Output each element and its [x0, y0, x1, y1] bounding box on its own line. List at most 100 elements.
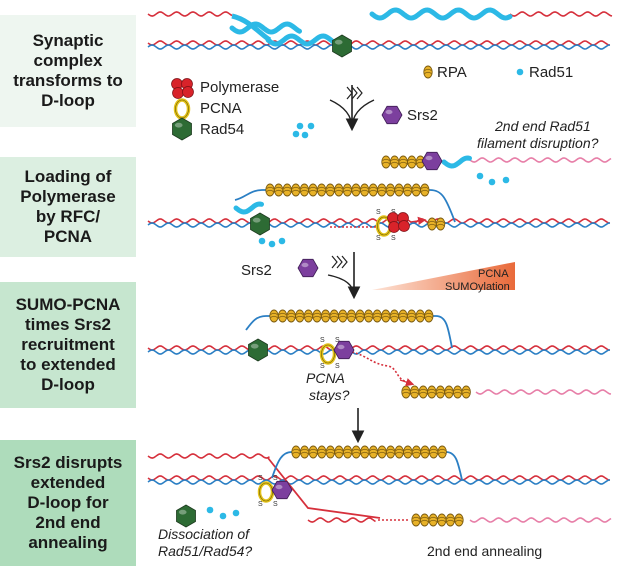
step3-rpa-dloop-18-line	[425, 312, 433, 315]
step3-rpa-dloop-4-line2	[304, 315, 313, 318]
step4-red-left	[147, 453, 270, 459]
step1-rad54	[332, 34, 352, 58]
step2-feathers-1	[336, 255, 343, 269]
step4-rpa-dloop-1-line	[300, 448, 309, 451]
step2-rpa-dloop-1-line	[274, 186, 283, 189]
step4-rpa-annealing-0-line	[412, 516, 420, 519]
pcna-stays-line2: stays?	[309, 387, 350, 403]
step2-free-rad51-2	[502, 176, 510, 184]
step4-rpa-dloop-13-line2	[404, 451, 412, 454]
step3-rpa-dloop-13-line2	[382, 315, 390, 318]
step4-released-rad51-1	[219, 512, 227, 520]
step3-rpa-second-end-2-line2	[419, 391, 427, 394]
step2-rpa-dloop-10-line2	[352, 189, 360, 192]
step4-rpa-dloop-12-line2	[395, 451, 403, 454]
step3-rpa-dloop-14-line	[390, 312, 399, 315]
step2-rpa-dloop-2-line	[283, 186, 291, 189]
step4-red-descending	[267, 457, 381, 519]
step2-arrow-curve	[327, 274, 355, 297]
step4-rpa-dloop-12-line	[395, 448, 403, 451]
step2-rpa-dloop-12-line2	[369, 189, 377, 192]
step3-srs2	[333, 340, 355, 360]
step3-rpa-dloop-18-line2	[425, 315, 433, 318]
legend-rad54-label: Rad54	[200, 121, 244, 138]
step2-polymerase-lobe-2	[388, 221, 400, 233]
step3-rpa-dloop-17-line	[416, 312, 424, 315]
step2-free-rad51-0	[476, 172, 484, 180]
step2-rpa-dloop-8-line	[335, 186, 343, 189]
rad51-filaments	[229, 7, 513, 215]
step3-rpa-dloop-5-line2	[313, 315, 321, 318]
legend-srs2-icon	[381, 105, 403, 125]
pcna-stays-line1: PCNA	[306, 370, 345, 386]
step3-rpa-dloop-16-line	[407, 312, 416, 315]
step3-rpa-second-end-1-line	[410, 388, 419, 391]
step3-second-end-pink	[475, 389, 612, 395]
step3-rpa-dloop-2-line2	[287, 315, 295, 318]
step1-free-rad51-3	[292, 130, 300, 138]
step4-rpa-annealing-1-line	[420, 516, 429, 519]
step3-rpa-dloop-8-line2	[339, 315, 347, 318]
step4-rpa-annealing-5-line2	[455, 519, 463, 522]
legend-rpa-icon-line	[424, 68, 432, 71]
step2-srs2-disrupting-shine	[425, 155, 433, 161]
step4-donor-duplex-bottom	[147, 479, 611, 485]
step4-released-rad51-0	[206, 506, 214, 514]
step3-rpa-dloop-0-line2	[270, 315, 278, 318]
step1-feathers-2	[346, 86, 353, 100]
step4-pcna-sumo-0: S	[258, 475, 263, 482]
step4-rpa-dloop-9-line2	[369, 451, 378, 454]
dissociation-line2: Rad51/Rad54?	[158, 543, 252, 559]
step4-pcna-sumo-1: S	[273, 475, 278, 482]
step2-rpa-dloop-7-line2	[326, 189, 334, 192]
step-box-4: Srs2 disrupts extended D-loop for 2nd en…	[0, 440, 136, 566]
step4-rpa-dloop-5-line	[335, 448, 343, 451]
step4-rpa-annealing-0-line2	[412, 519, 420, 522]
step4-rpa-dloop-0-line	[292, 448, 300, 451]
step3-rpa-second-end-0-line2	[402, 391, 410, 394]
step2-rpa-dloop-3-line	[292, 186, 300, 189]
step2-rpa-second-end-2-line	[399, 158, 407, 161]
step3-rad54-shine	[250, 343, 259, 349]
step4-rpa-dloop-3-line2	[318, 451, 326, 454]
step4-pcna-outline	[259, 482, 273, 502]
legend-rad54-icon	[172, 117, 192, 141]
step2-rpa-dloop-4-line	[300, 186, 309, 189]
step4-rpa-dloop-2-line	[309, 448, 317, 451]
legend-pcna-icon-outline	[175, 99, 189, 119]
step3-rpa-dloop-0-line	[270, 312, 278, 315]
step2-rpa-dloop-11-line2	[360, 189, 369, 192]
step3-rpa-second-end-7-line	[462, 388, 470, 391]
step3-rpa-dloop-5-line	[313, 312, 321, 315]
step4-donor-duplex-top	[147, 475, 611, 481]
step-label-2: Loading of Polymerase by RFC/ PCNA	[20, 167, 116, 246]
step1-invading-red	[147, 11, 233, 17]
step2-rpa-gap-0-line	[428, 220, 436, 223]
step2-rpa-second-end-1-line2	[390, 161, 399, 164]
step4-rpa-dloop-11-line2	[386, 451, 395, 454]
step3-rpa-dloop-3-line	[296, 312, 304, 315]
step2-rpa-dloop-13-line	[378, 186, 386, 189]
step2-rpa-second-end-3-line	[408, 158, 416, 161]
step4-rpa-dloop-7-line2	[352, 451, 360, 454]
step3-donor-duplex-top	[147, 345, 611, 351]
step3-rpa-dloop-9-line2	[347, 315, 356, 318]
sumo-label-line1: PCNA	[478, 268, 509, 280]
step3-extension-arrow	[399, 378, 415, 387]
step4-rpa-dloop-14-line	[412, 448, 421, 451]
step4-rpa-dloop-3-line	[318, 448, 326, 451]
dissociation-line1: Dissociation of	[158, 526, 251, 542]
step2-feathers-2	[331, 255, 338, 269]
step3-donor-duplex-bottom	[147, 349, 611, 355]
step3-rpa-second-end-6-line2	[453, 391, 462, 394]
sumo-label-line2: SUMOylation	[445, 281, 510, 293]
step2-rpa-dloop-15-line	[395, 186, 403, 189]
step3-rpa-dloop-11-line2	[364, 315, 373, 318]
step4-rpa-dloop-8-line	[361, 448, 369, 451]
step4-rpa-annealing-3-line	[438, 516, 446, 519]
step1-free-rad51-1	[307, 122, 315, 130]
step4-rpa-dloop-16-line	[429, 448, 438, 451]
step2-rpa-dloop-18-line2	[421, 189, 429, 192]
step1-rad54-shine	[334, 39, 343, 45]
